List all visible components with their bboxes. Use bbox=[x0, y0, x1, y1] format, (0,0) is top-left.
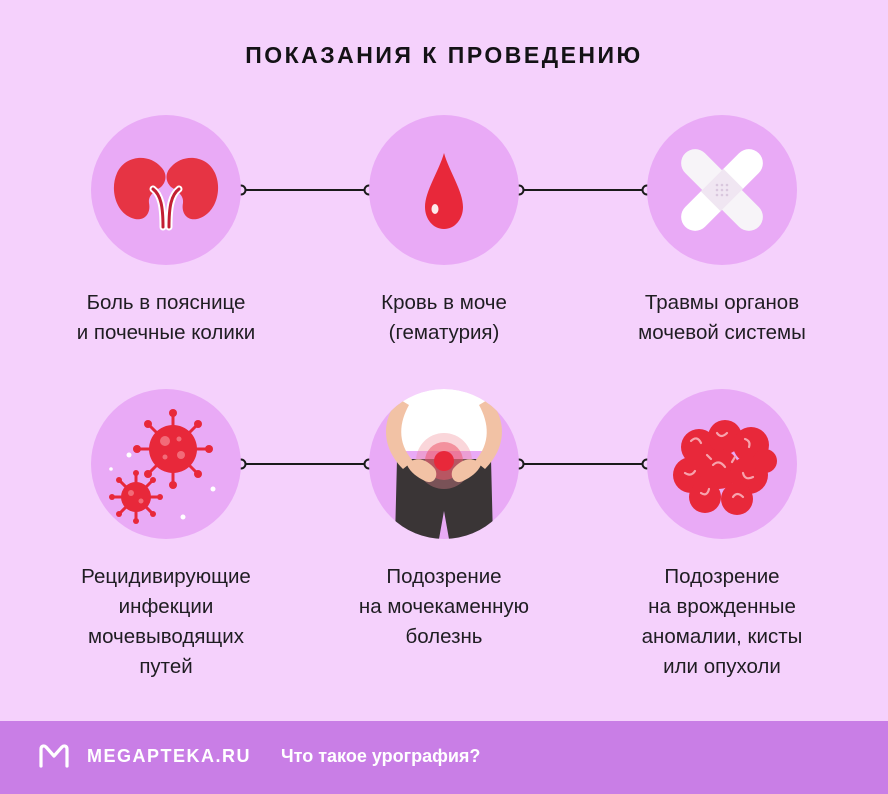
indication-caption-4: Рецидивирующие инфекции мочевыводящих пу… bbox=[81, 565, 251, 678]
indication-caption-5: Подозрение на мочекаменную болезнь bbox=[358, 565, 530, 648]
bandage-icon bbox=[681, 149, 763, 231]
article-link[interactable]: Что такое урография? bbox=[281, 746, 481, 766]
page-title: ПОКАЗАНИЯ К ПРОВЕДЕНИЮ bbox=[245, 42, 643, 68]
brand-name[interactable]: MEGAPTEKA.RU bbox=[87, 746, 252, 766]
indication-caption-3: Травмы органов мочевой системы bbox=[638, 291, 806, 344]
indication-caption-1: Боль в пояснице и почечные колики bbox=[76, 291, 256, 344]
footer-bar: MEGAPTEKA.RU Что такое урография? bbox=[0, 721, 888, 794]
groin-pain-icon bbox=[386, 389, 502, 539]
indication-caption-2: Кровь в моче (гематурия) bbox=[381, 291, 507, 344]
indication-circle-3 bbox=[647, 115, 797, 265]
blood-drop-icon bbox=[425, 153, 463, 229]
kidneys-icon bbox=[113, 157, 219, 231]
indication-circle-2 bbox=[369, 115, 519, 265]
megapteka-logo-icon bbox=[39, 744, 69, 768]
indication-circle-5 bbox=[369, 389, 519, 539]
virus-icon bbox=[109, 409, 216, 524]
indication-circle-1 bbox=[91, 115, 241, 265]
indication-circle-4 bbox=[91, 389, 241, 539]
indication-caption-6: Подозрение на врожденные аномалии, кисты… bbox=[641, 565, 803, 678]
indication-circle-6 bbox=[647, 389, 797, 539]
tumor-icon bbox=[673, 420, 777, 515]
